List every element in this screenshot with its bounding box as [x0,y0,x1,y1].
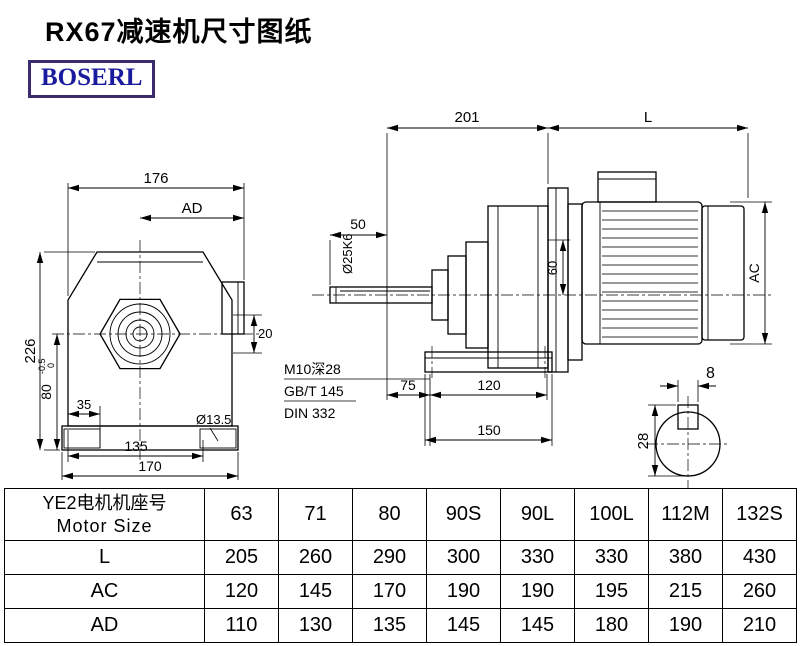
table-header-row: YE2电机机座号 Motor Size 63 71 80 90S 90L 100… [4,488,797,541]
dim-dia13-label: Ø13.5 [196,412,231,427]
ac-value: 190 [500,574,575,609]
dim-170-label: 170 [138,458,162,474]
foot-section-left [63,428,101,449]
dim-80-label: 80 [38,384,54,400]
ad-value: 145 [500,608,575,643]
dim-ac-label: AC [746,263,762,282]
dim-176-label: 176 [143,170,168,187]
size-112m: 112M [648,488,723,541]
base-flange [61,425,239,451]
dim-28-label: 28 [635,433,652,450]
fan-cover [701,205,745,341]
foot-section-right [199,428,237,449]
table-row-l: L 205 260 290 300 330 330 380 430 [4,540,797,575]
l-value: 330 [574,540,649,575]
table-row-ac: AC 120 145 170 190 190 195 215 260 [4,574,797,609]
ac-value: 145 [278,574,353,609]
motor-size-header-cn: YE2电机机座号 [42,492,167,513]
size-132s: 132S [722,488,797,541]
l-value: 330 [500,540,575,575]
l-value: 260 [278,540,353,575]
ac-value: 260 [722,574,797,609]
logo-text: BOSERL [41,64,143,91]
note-din-label: DIN 332 [284,405,336,421]
size-90l: 90L [500,488,575,541]
dimension-table: YE2电机机座号 Motor Size 63 71 80 90S 90L 100… [4,488,797,643]
dim-75-label: 75 [400,377,416,393]
l-value: 300 [426,540,501,575]
ad-value: 180 [574,608,649,643]
dim-l-label: L [644,109,652,126]
motor-size-header-en: Motor Size [56,515,153,536]
side-view: 201 L 50 Ø25K6 60 AC M10深28 GB/T 145 DIN… [284,109,772,446]
ac-value: 215 [648,574,723,609]
dim-150-label: 150 [477,422,501,438]
table-row-ad: AD 110 130 135 145 145 180 190 210 [4,608,797,643]
row-label-l: L [4,540,205,575]
ac-value: 190 [426,574,501,609]
ac-value: 195 [574,574,649,609]
dim-shaft-dia-label: Ø25K6 [340,234,355,274]
dim-50-label: 50 [350,216,366,232]
motor-size-header: YE2电机机座号 Motor Size [4,488,205,541]
technical-drawing: 176 AD 226 80 0 -0.5 20 35 [22,109,772,488]
front-view: 176 AD 226 80 0 -0.5 20 35 [22,170,272,480]
boserl-logo: BOSERL [28,60,156,98]
motor-flange [547,187,569,373]
ad-value: 130 [278,608,353,643]
terminal-box [597,171,657,203]
dim-135-label: 135 [124,438,148,454]
dim-80-tol-upper: 0 [46,363,56,368]
gear-housing [487,205,549,369]
row-label-ac: AC [4,574,205,609]
size-63: 63 [204,488,279,541]
dim-20-label: 20 [258,326,272,341]
dim-226-label: 226 [22,338,39,363]
side-box [221,281,245,335]
l-value: 205 [204,540,279,575]
dim-8-label: 8 [706,365,715,382]
l-value: 290 [352,540,427,575]
note-gbt-label: GB/T 145 [284,383,344,399]
dim-35-label: 35 [77,397,91,412]
motor-fins [602,208,698,338]
mounting-base [424,351,553,373]
shaft-end-view: 8 28 [635,365,730,488]
housing-outline [67,251,233,427]
ad-value: 210 [722,608,797,643]
ad-value: 110 [204,608,279,643]
dim-ad-label: AD [182,200,203,217]
ac-value: 120 [204,574,279,609]
size-100l: 100L [574,488,649,541]
size-90s: 90S [426,488,501,541]
size-71: 71 [278,488,353,541]
dim-120-label: 120 [477,377,501,393]
note-m10-label: M10深28 [284,361,341,377]
page-title: RX67减速机尺寸图纸 [45,17,313,47]
ac-value: 170 [352,574,427,609]
ad-value: 135 [352,608,427,643]
row-label-ad: AD [4,608,205,643]
dim-80-tol-lower: -0.5 [37,358,47,374]
dim-60-label: 60 [545,261,560,275]
l-value: 380 [648,540,723,575]
l-value: 430 [722,540,797,575]
dim-201-label: 201 [454,109,479,126]
ad-value: 145 [426,608,501,643]
ad-value: 190 [648,608,723,643]
size-80: 80 [352,488,427,541]
adapter [567,203,583,361]
